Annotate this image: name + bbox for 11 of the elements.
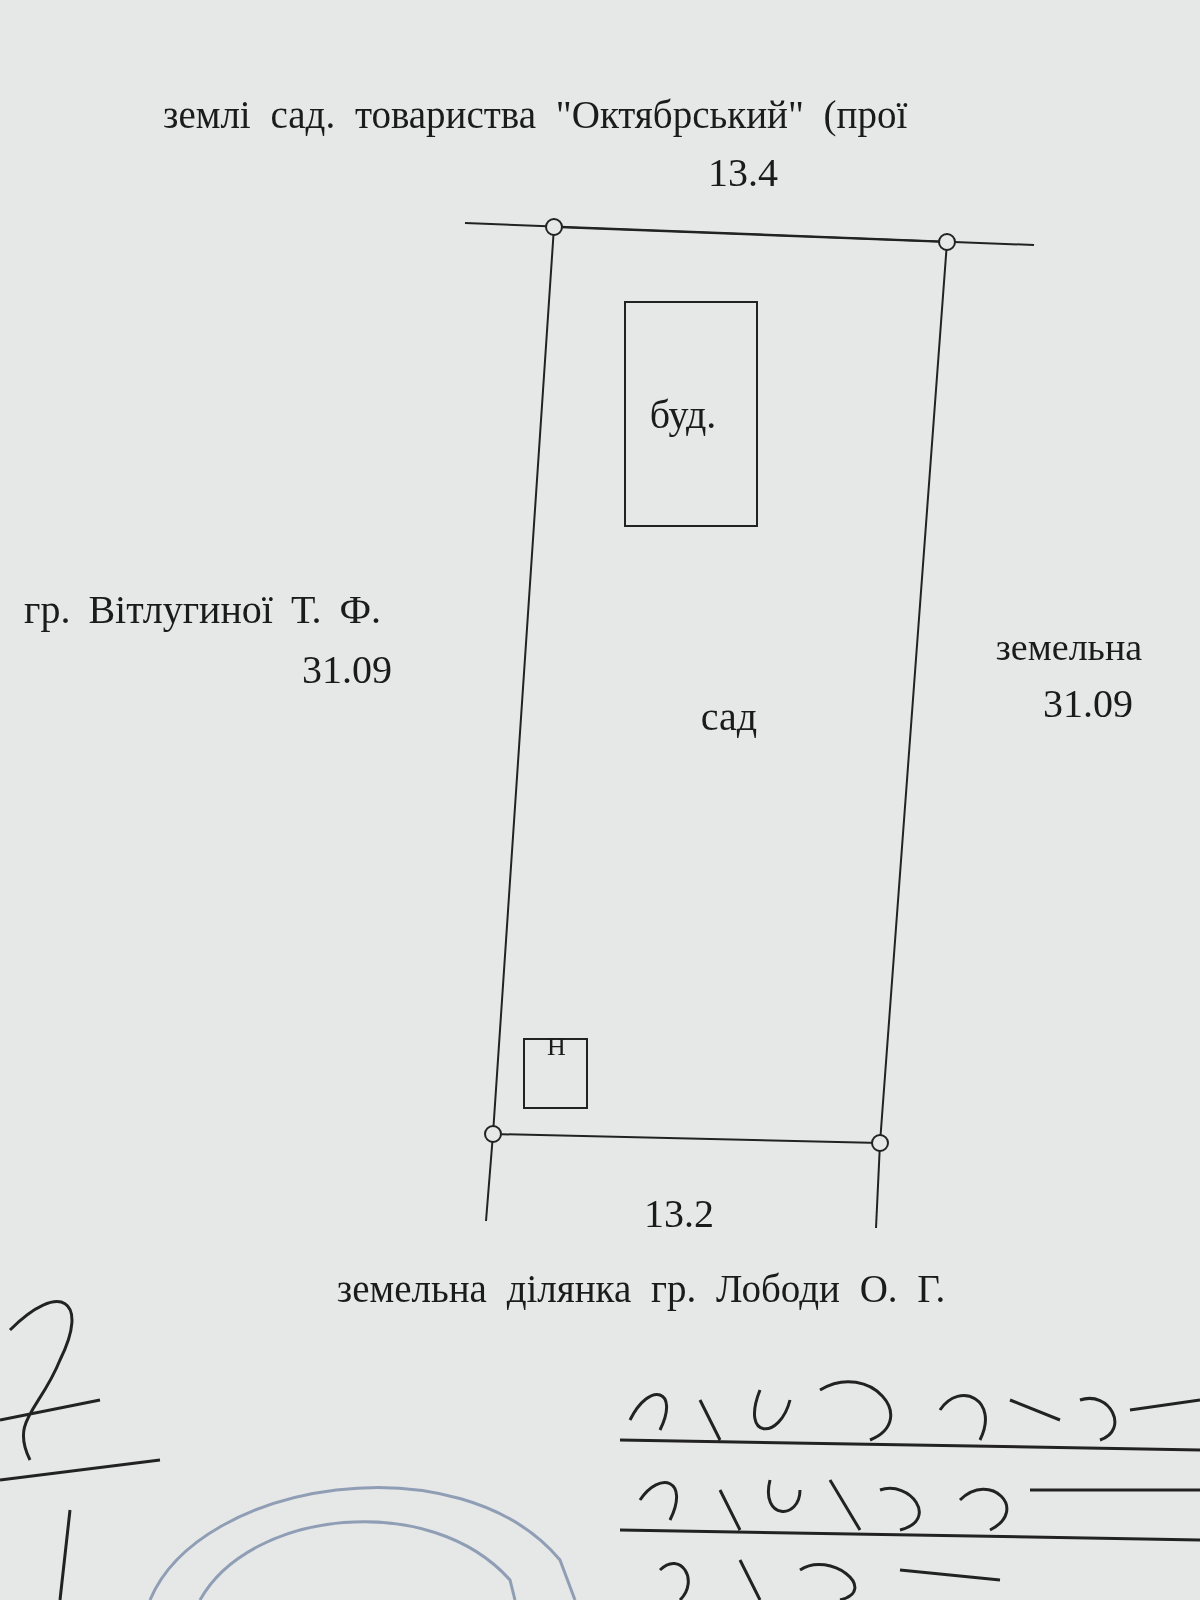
- dimension-label: 31.09: [1043, 684, 1133, 724]
- area-label: Н: [547, 1034, 566, 1060]
- area-label: буд.: [649, 395, 717, 435]
- dimension-label: 31.09: [302, 650, 392, 690]
- dimension-label: 13.4: [708, 153, 778, 193]
- dimension-label: 13.2: [644, 1194, 714, 1234]
- neighbour-label: гр. Вітлугиної Т. Ф.: [24, 590, 381, 630]
- area-label: сад: [700, 697, 758, 737]
- building-outline: [624, 301, 758, 527]
- structure-outline: [523, 1038, 588, 1109]
- neighbour-label: земельна: [995, 628, 1143, 666]
